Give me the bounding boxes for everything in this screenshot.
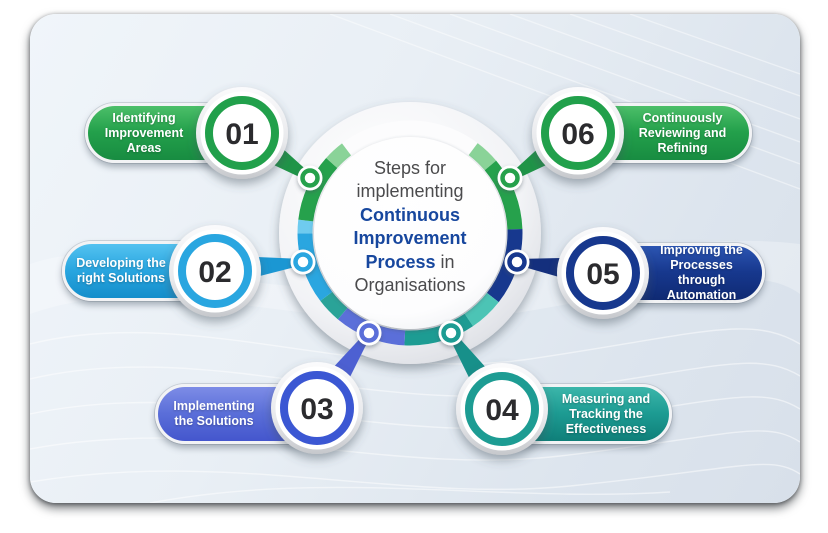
step-pill-5: Improving the Processes through Automati… bbox=[578, 243, 765, 303]
center-title: Steps for implementing Continuous Improv… bbox=[324, 157, 496, 297]
step-pill-1: Identifying Improvement Areas bbox=[85, 103, 255, 163]
infographic-card: Identifying Improvement Areas Developing… bbox=[30, 14, 800, 503]
connector-ring-icon-1 bbox=[297, 165, 323, 191]
step-label-3: Implementing the Solutions bbox=[173, 399, 255, 428]
step-pill-3: Implementing the Solutions bbox=[155, 384, 327, 444]
center-title-post: in Organisations bbox=[354, 251, 466, 295]
step-label-1: Identifying Improvement Areas bbox=[104, 110, 184, 155]
center-title-bold: Continuous Improvement Process bbox=[353, 204, 467, 272]
connector-ring-icon-6 bbox=[497, 165, 523, 191]
step-pill-4: Measuring and Tracking the Effectiveness bbox=[478, 384, 672, 444]
connector-ring-icon-3 bbox=[356, 320, 382, 346]
step-label-2: Developing the right Solutions bbox=[76, 256, 166, 285]
step-label-4: Measuring and Tracking the Effectiveness bbox=[561, 391, 651, 436]
step-pill-2: Developing the right Solutions bbox=[62, 241, 230, 301]
connector-ring-icon-4 bbox=[438, 320, 464, 346]
connector-ring-icon-5 bbox=[504, 249, 530, 275]
step-label-6: Continuously Reviewing and Refining bbox=[638, 110, 727, 155]
connector-ring-icon-2 bbox=[290, 249, 316, 275]
center-title-pre: Steps for implementing bbox=[356, 158, 464, 202]
step-pill-6: Continuously Reviewing and Refining bbox=[553, 103, 752, 163]
step-label-5: Improving the Processes through Automati… bbox=[660, 243, 743, 302]
